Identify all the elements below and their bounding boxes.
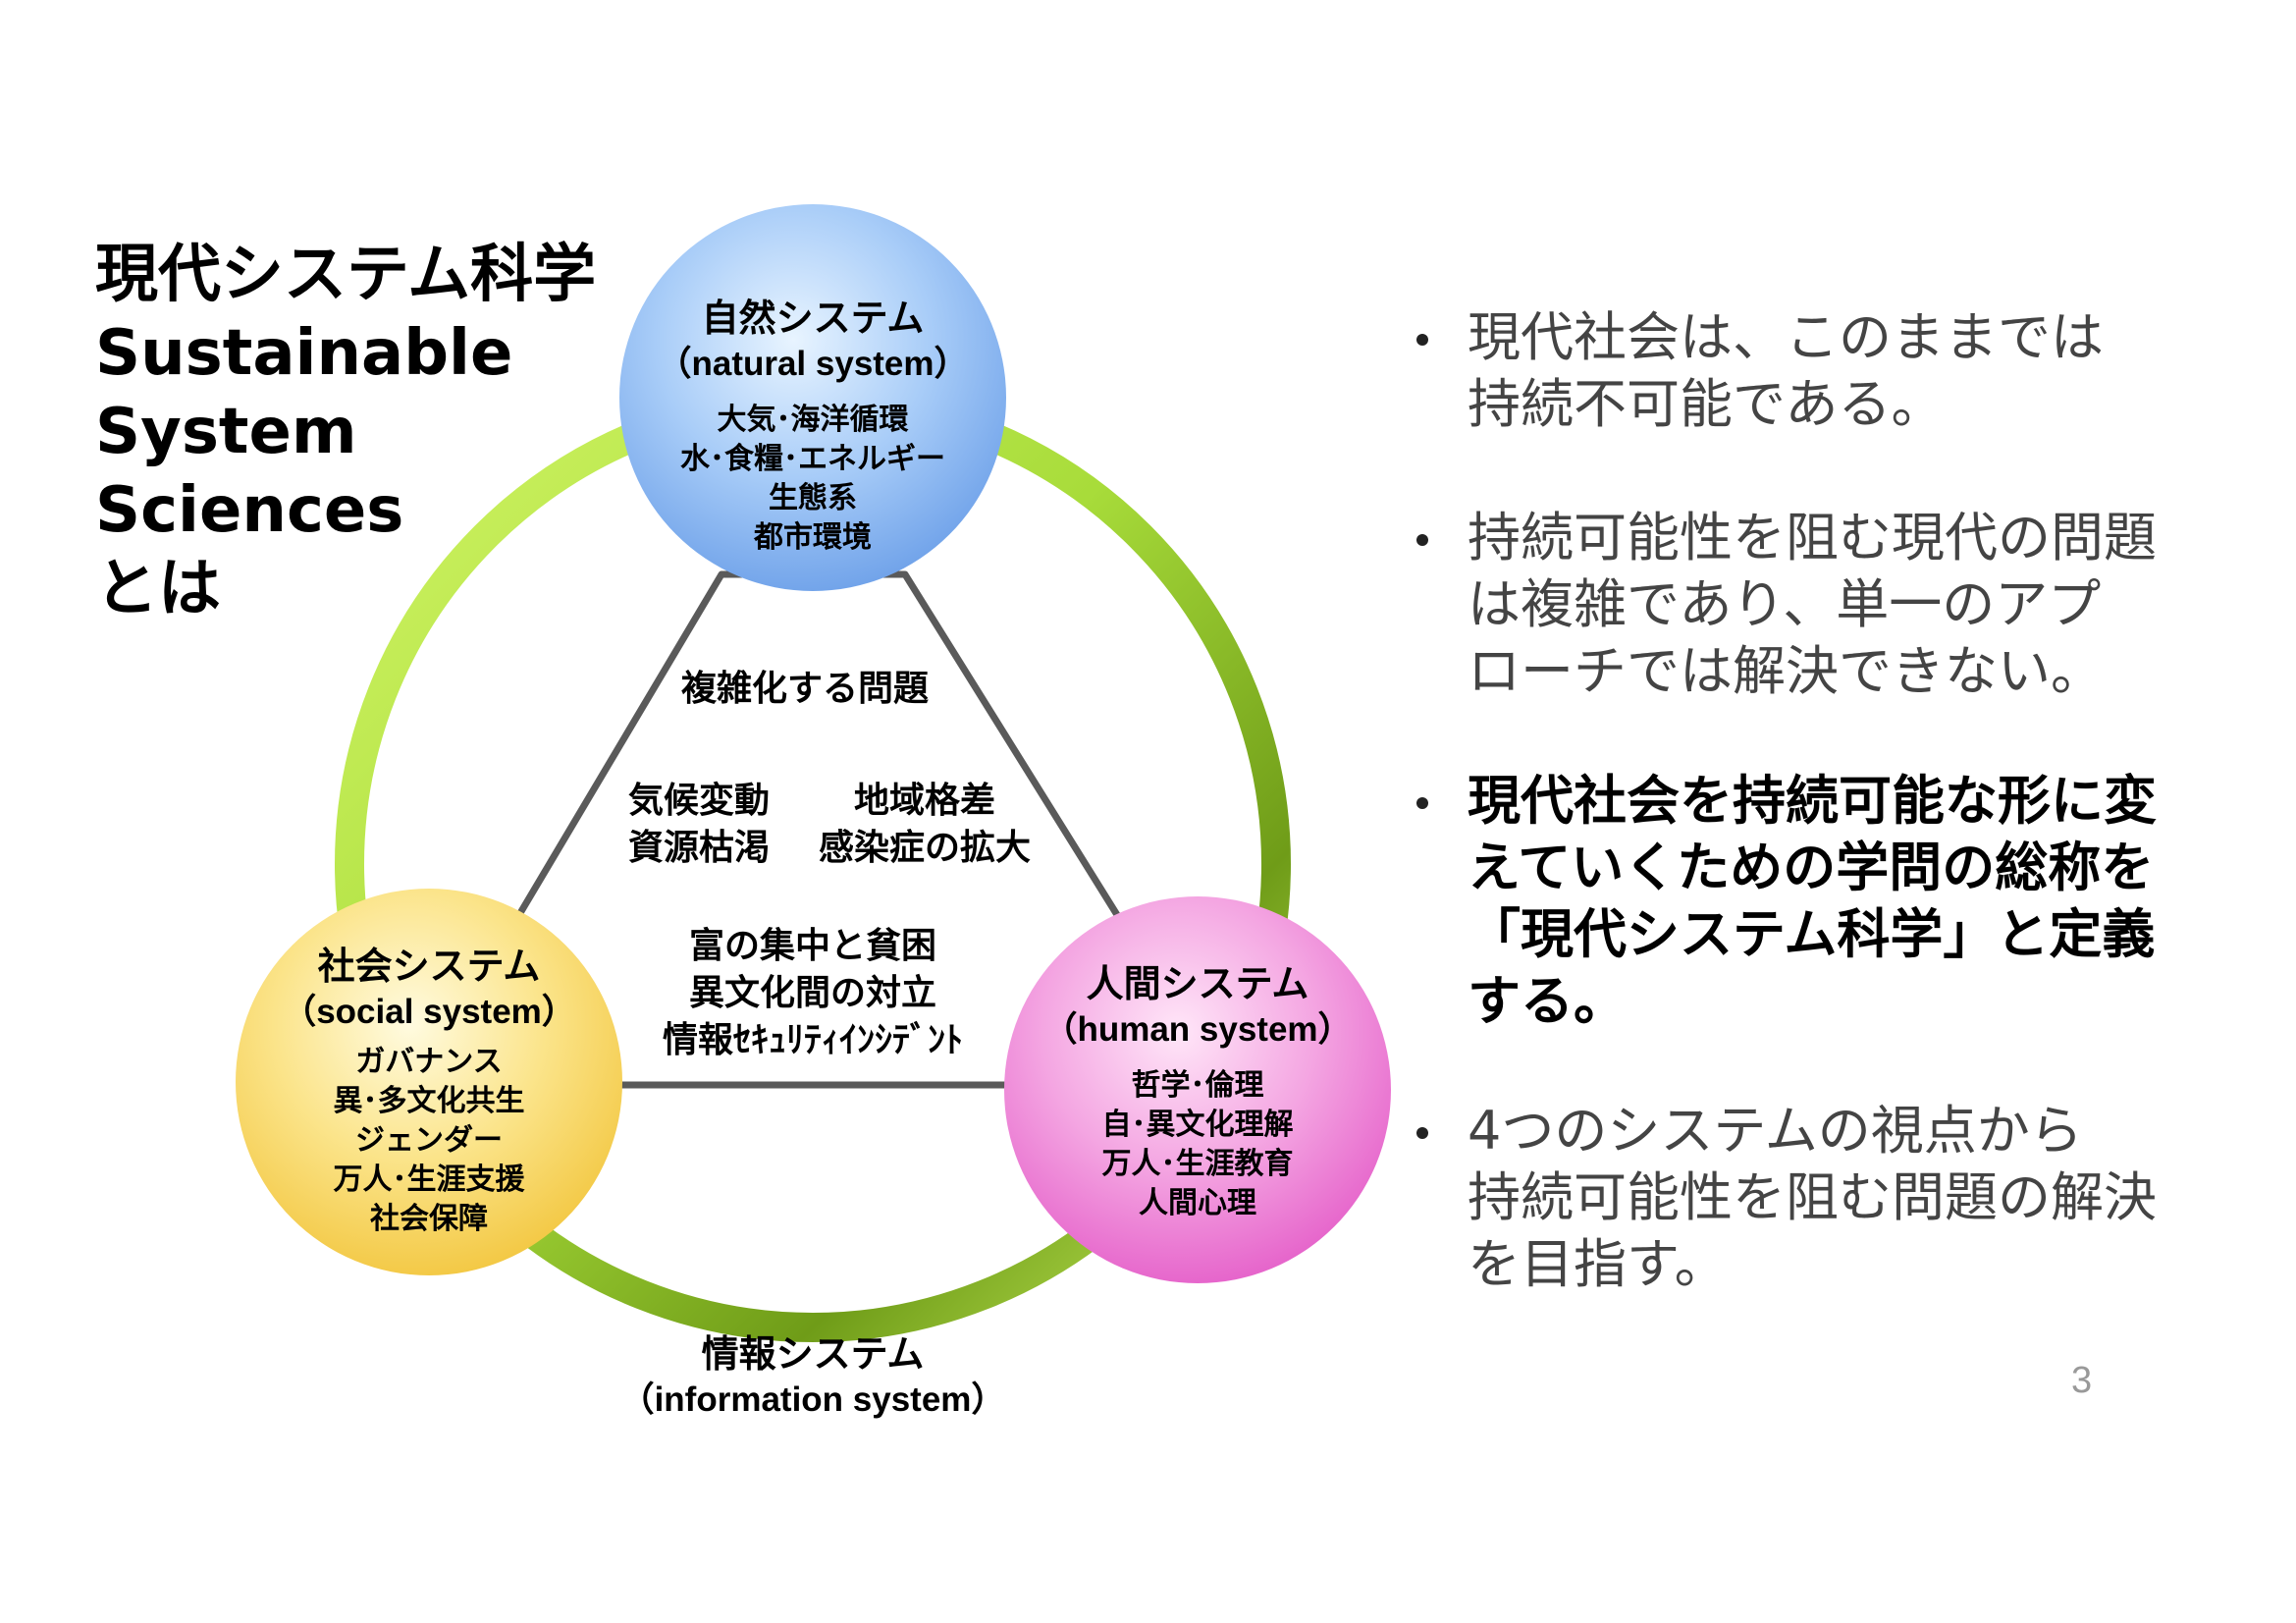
title-line: 現代システム科学 — [95, 239, 597, 311]
title-line: System — [95, 396, 357, 468]
bullet-item: 現代社会を持続可能な形に変 えていくための学問の総称を 「現代システム科学」と定… — [1409, 768, 2223, 1035]
information-system-label: 情報システム （information system） — [569, 1330, 1056, 1423]
human-item: 哲学･倫理 — [1131, 1068, 1264, 1103]
human-system-english: （human system） — [1042, 1010, 1353, 1049]
human-item: 自･異文化理解 — [1101, 1108, 1294, 1142]
bullet-dot — [1416, 1127, 1428, 1139]
human-item: 人間心理 — [1139, 1186, 1256, 1220]
natural-item: 水･食糧･エネルギー — [680, 442, 945, 476]
social-system-english: （social system） — [282, 993, 576, 1031]
issue-text: 気候変動 — [628, 781, 771, 821]
center-heading: 複雑化する問題 — [681, 669, 930, 709]
bullet-item: 現代社会は、このままでは 持続不可能である。 — [1409, 304, 2223, 438]
bullet-line: ローチでは解決できない。 — [1468, 640, 2104, 702]
social-system-circle — [236, 889, 622, 1275]
issue-text: 資源枯渇 — [628, 828, 771, 868]
bullet-line: する。 — [1468, 970, 1627, 1032]
information-system-english: （information system） — [619, 1380, 1006, 1419]
natural-item: 都市環境 — [754, 520, 872, 555]
social-item: 万人･生涯支援 — [333, 1163, 525, 1197]
information-system-name: 情報システム — [701, 1332, 925, 1376]
bullet-line: 持続可能性を阻む問題の解決 — [1468, 1166, 2157, 1228]
social-item: 異･多文化共生 — [333, 1084, 525, 1118]
center-left-issues: 気候変動 資源枯渇 — [628, 778, 770, 872]
bullet-line: 4つのシステムの視点から — [1468, 1100, 2083, 1162]
bullet-dot — [1416, 334, 1428, 346]
social-system-name: 社会システム — [317, 945, 541, 988]
social-item: 社会保障 — [370, 1202, 488, 1236]
bullet-line: 現代社会は、このままでは — [1468, 306, 2104, 368]
center-right-issues: 地域格差 感染症の拡大 — [819, 778, 1031, 872]
natural-system-english: （natural system） — [657, 345, 969, 383]
bullet-line: を目指す。 — [1468, 1233, 1728, 1295]
natural-system-name: 自然システム — [701, 297, 925, 340]
bullet-line: は複雑であり、単一のアプ — [1468, 573, 2102, 635]
issue-text: 富の集中と貧困 — [688, 926, 936, 966]
bullet-line: 「現代システム科学」と定義 — [1468, 903, 2156, 965]
bullet-list: 現代社会は、このままでは 持続不可能である。 持続可能性を阻む現代の問題 は複雑… — [1409, 304, 2223, 1298]
natural-item: 大気･海洋循環 — [717, 403, 909, 437]
title-line: とは — [95, 553, 221, 625]
bullet-dot — [1416, 797, 1428, 809]
natural-item: 生態系 — [769, 481, 857, 515]
bullet-item: 4つのシステムの視点から 持続可能性を阻む問題の解決 を目指す。 — [1409, 1098, 2223, 1298]
bullet-line: 現代社会を持続可能な形に変 — [1468, 770, 2157, 832]
issue-text: 地域格差 — [854, 781, 996, 821]
human-system-name: 人間システム — [1086, 962, 1309, 1005]
social-item: ジェンダー — [355, 1123, 503, 1158]
human-system-circle — [1004, 896, 1391, 1283]
bullet-line: 持続可能性を阻む現代の問題 — [1468, 507, 2157, 568]
center-bottom-issues: 富の集中と貧困 異文化間の対立 情報ｾｷｭﾘﾃｨｲﾝｼﾃﾞﾝﾄ — [618, 923, 1007, 1064]
bullet-item: 持続可能性を阻む現代の問題 は複雑であり、単一のアプ ローチでは解決できない。 — [1409, 505, 2223, 705]
bullet-line: 持続不可能である。 — [1468, 373, 1945, 435]
issue-text: 感染症の拡大 — [819, 828, 1032, 868]
page-number: 3 — [2071, 1360, 2093, 1401]
social-system-label: 社会システム （social system） ガバナンス 異･多文化共生 ジェン… — [235, 943, 623, 1239]
bullet-line: えていくための学問の総称を — [1468, 837, 2155, 898]
issue-text: 異文化間の対立 — [688, 973, 936, 1013]
human-system-label: 人間システム （human system） 哲学･倫理 自･異文化理解 万人･生… — [1003, 960, 1392, 1223]
title-line: Sciences — [95, 474, 404, 547]
natural-system-circle — [619, 204, 1006, 591]
natural-system-label: 自然システム （natural system） 大気･海洋循環 水･食糧･エネル… — [618, 295, 1007, 558]
slide-title: 現代システム科学 Sustainable System Sciences とは — [95, 236, 596, 628]
issue-text: 情報ｾｷｭﾘﾃｨｲﾝｼﾃﾞﾝﾄ — [662, 1020, 963, 1060]
human-item: 万人･生涯教育 — [1101, 1147, 1294, 1181]
bullet-dot — [1416, 534, 1428, 546]
social-item: ガバナンス — [355, 1045, 503, 1079]
title-line: Sustainable — [95, 317, 513, 390]
